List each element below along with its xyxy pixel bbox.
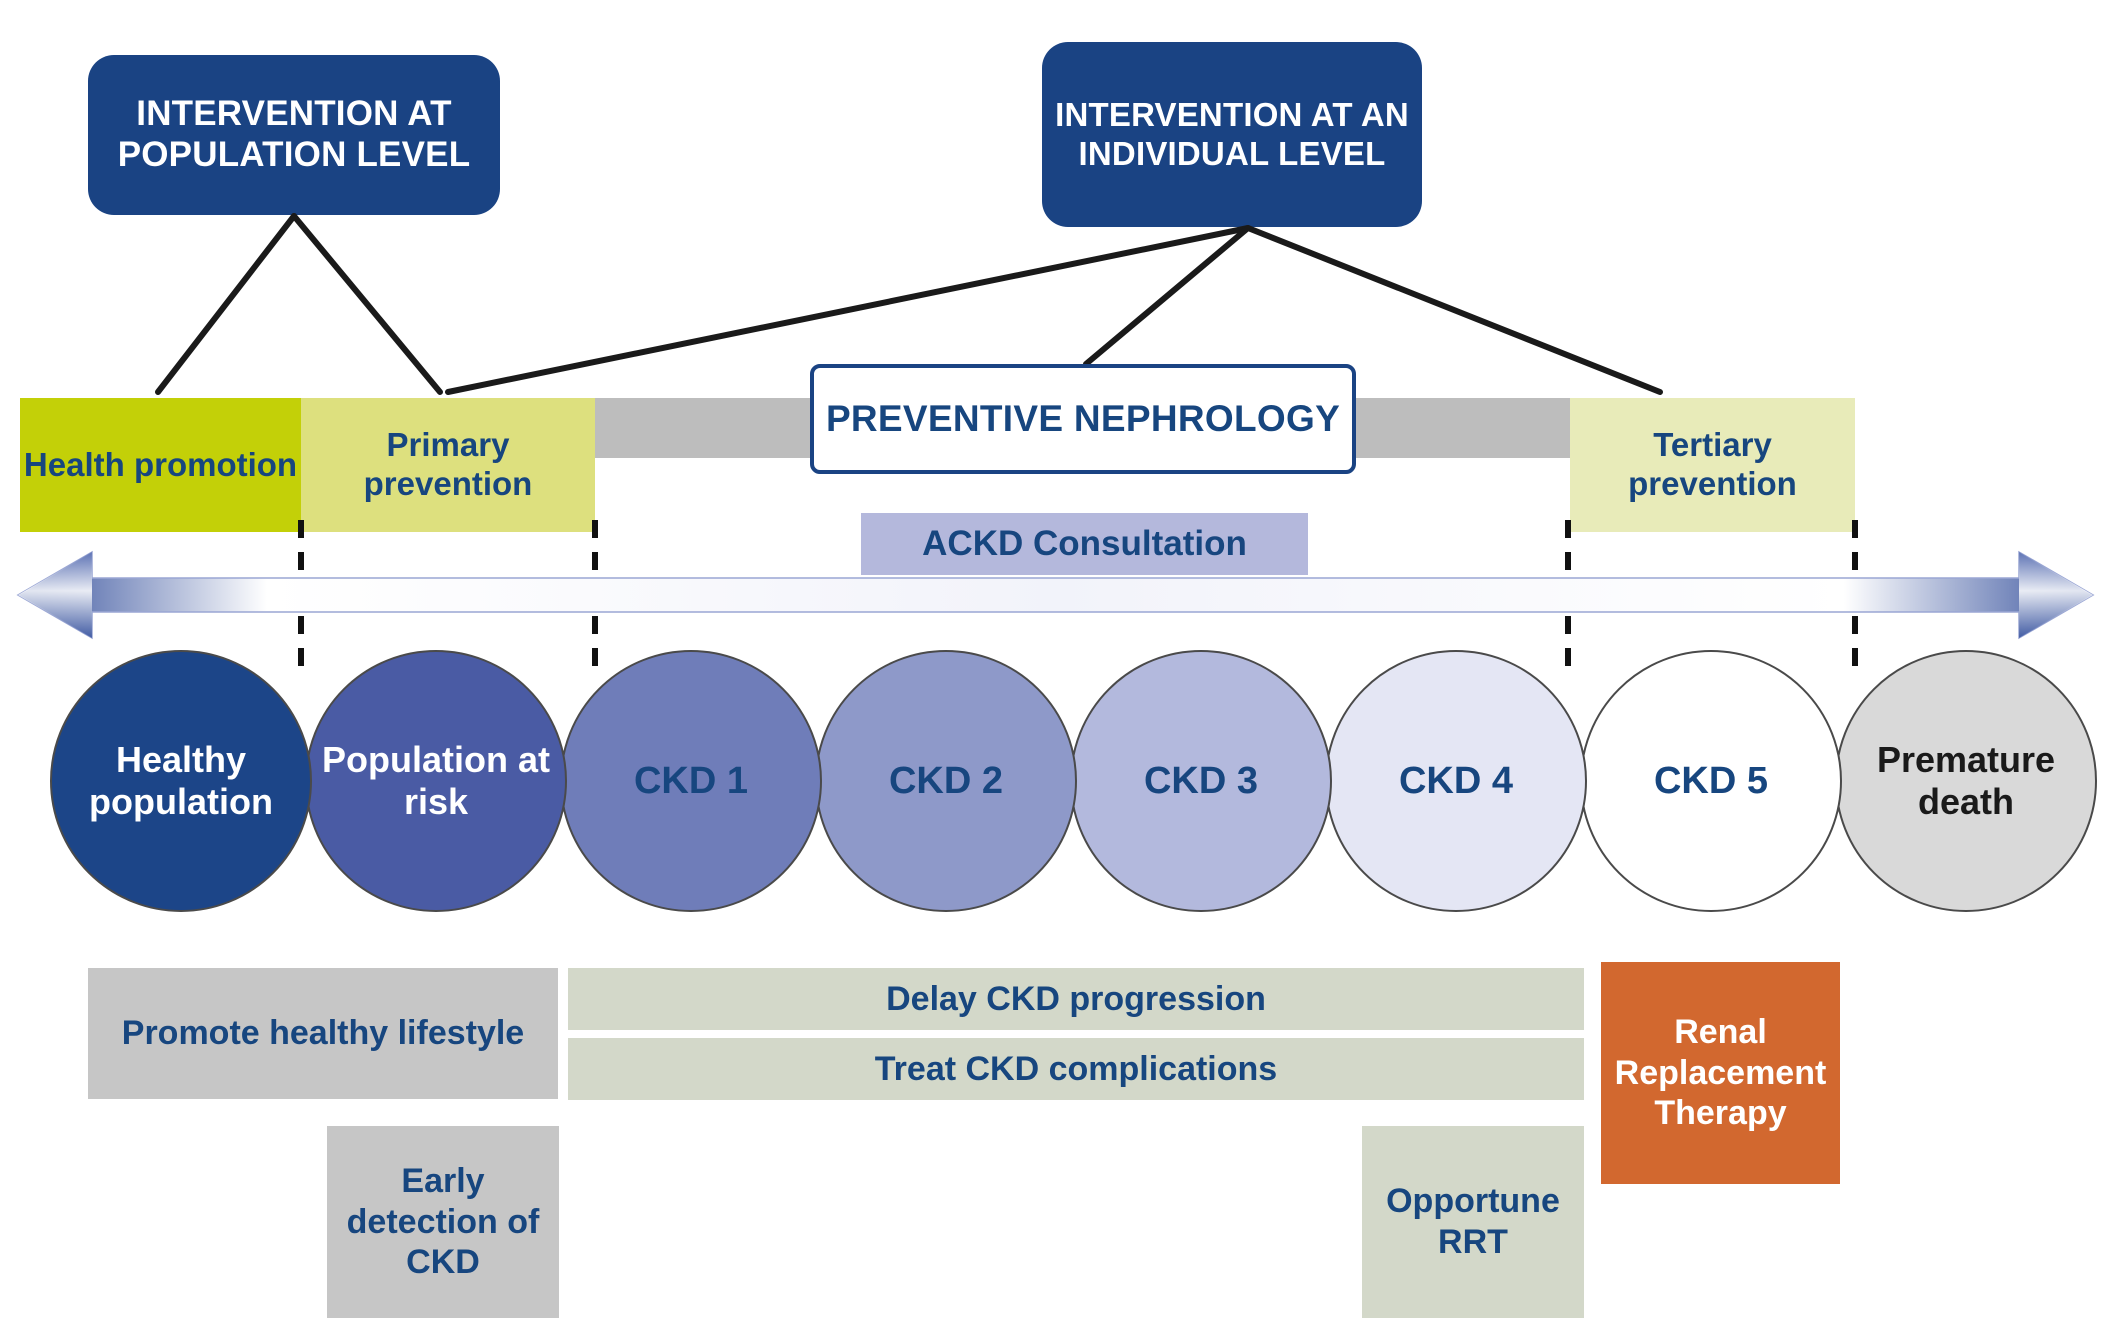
line-pop-to-health	[155, 213, 297, 395]
gray-band-left	[595, 398, 810, 458]
line-ind-to-primary	[445, 225, 1251, 395]
line-ind-to-nephrology	[1083, 225, 1251, 367]
stage-circle-label: CKD 2	[888, 759, 1004, 802]
treat-ckd-complications-box[interactable]: Treat CKD complications	[568, 1038, 1584, 1100]
ckd-stage-circles: Healthy population Population at risk CK…	[0, 640, 2111, 920]
delay-ckd-progression-box[interactable]: Delay CKD progression	[568, 968, 1584, 1030]
stage-circle-ckd-3[interactable]: CKD 3	[1070, 650, 1332, 912]
health-promotion-box[interactable]: Health promotion	[20, 398, 301, 532]
preventive-nephrology-box[interactable]: PREVENTIVE NEPHROLOGY	[810, 364, 1356, 474]
line-pop-to-primary	[291, 213, 443, 395]
stage-circle-ckd-4[interactable]: CKD 4	[1325, 650, 1587, 912]
stage-circle-ckd-2[interactable]: CKD 2	[815, 650, 1077, 912]
stage-circle-label: CKD 4	[1398, 759, 1514, 802]
intervention-population-level-box[interactable]: INTERVENTION AT POPULATION LEVEL	[88, 55, 500, 215]
stage-circle-population-at-risk[interactable]: Population at risk	[305, 650, 567, 912]
early-detection-of-ckd-box[interactable]: Early detection of CKD	[327, 1126, 559, 1318]
gray-band-right	[1355, 398, 1570, 458]
tertiary-prevention-box[interactable]: Tertiary prevention	[1570, 398, 1855, 532]
connector-lines	[155, 213, 1663, 395]
ackd-consultation-box[interactable]: ACKD Consultation	[861, 513, 1308, 575]
stage-circle-label: CKD 5	[1653, 759, 1769, 802]
stage-circle-healthy-population[interactable]: Healthy population	[50, 650, 312, 912]
stage-circle-premature-death[interactable]: Premature death	[1835, 650, 2097, 912]
stage-circle-label: Premature death	[1876, 738, 2056, 822]
progression-timeline-arrow	[16, 550, 2095, 640]
stage-circle-label: Healthy population	[89, 738, 273, 822]
stage-circle-label: CKD 3	[1143, 759, 1259, 802]
primary-prevention-box[interactable]: Primary prevention	[301, 398, 595, 532]
stage-circle-label: Population at risk	[322, 738, 550, 822]
line-ind-to-tertiary	[1245, 225, 1663, 395]
intervention-individual-level-box[interactable]: INTERVENTION AT AN INDIVIDUAL LEVEL	[1042, 42, 1422, 227]
stage-circle-ckd-1[interactable]: CKD 1	[560, 650, 822, 912]
promote-healthy-lifestyle-box[interactable]: Promote healthy lifestyle	[88, 968, 558, 1099]
stage-circle-ckd-5[interactable]: CKD 5	[1580, 650, 1842, 912]
opportune-rrt-box[interactable]: Opportune RRT	[1362, 1126, 1584, 1318]
renal-replacement-therapy-box[interactable]: Renal Replacement Therapy	[1601, 962, 1840, 1184]
stage-circle-label: CKD 1	[633, 759, 749, 802]
